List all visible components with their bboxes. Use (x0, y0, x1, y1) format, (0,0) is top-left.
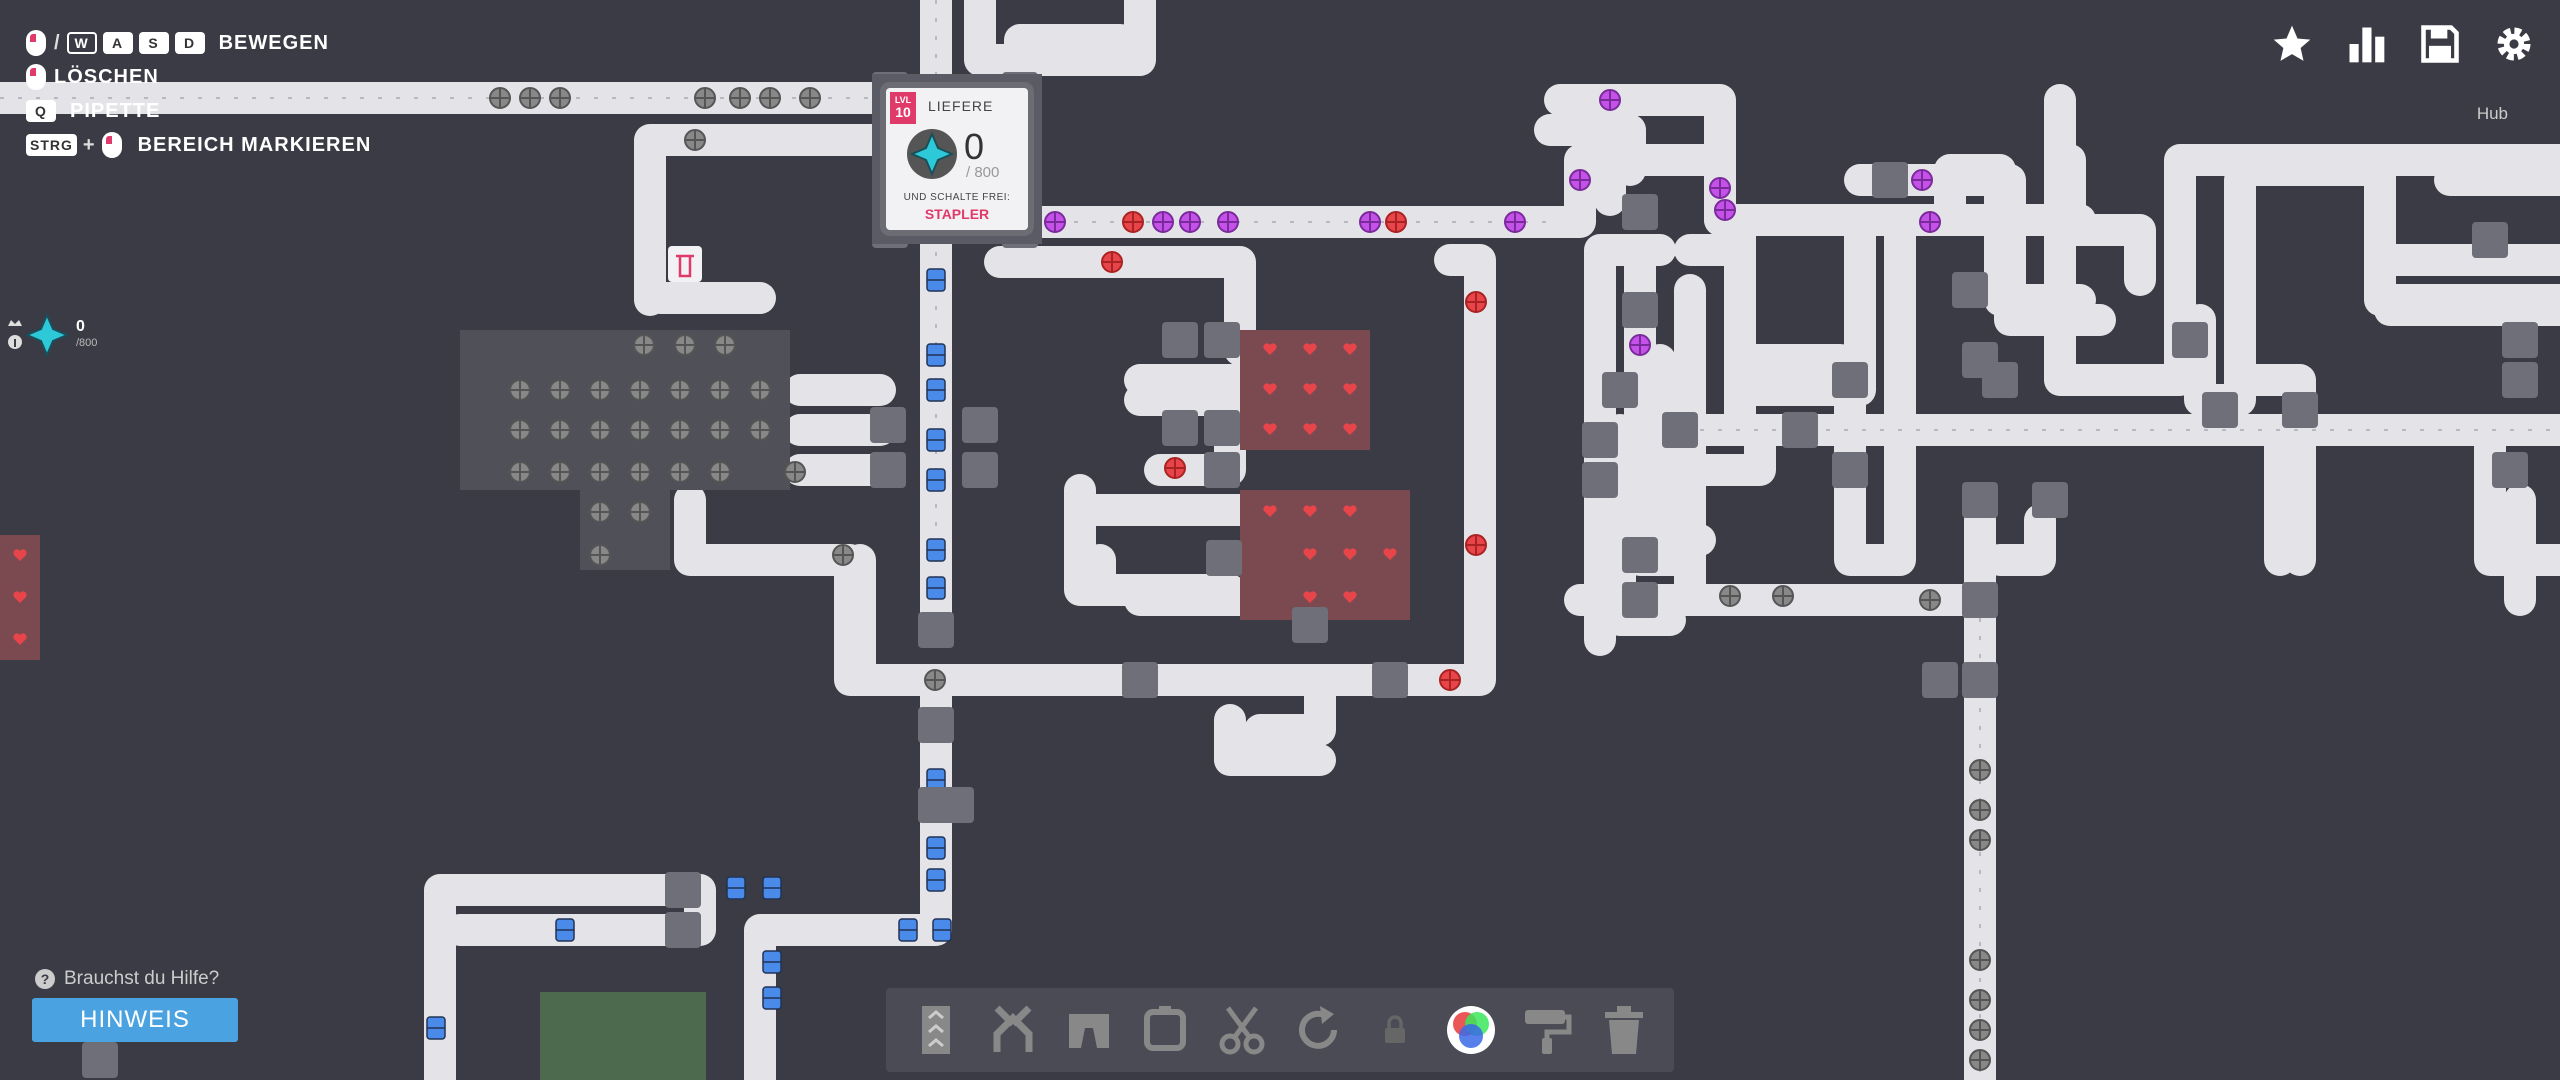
control-label-pipette: PIPETTE (70, 99, 161, 122)
star-icon[interactable] (2270, 22, 2314, 66)
key-d: D (174, 32, 205, 54)
key-ctrl: STRG (26, 134, 77, 156)
miner-tool[interactable] (1139, 1004, 1191, 1056)
goal-required: / 800 (966, 164, 1000, 181)
control-delete: LÖSCHEN (26, 60, 371, 94)
stored-shape-counter: 0/800 (6, 312, 97, 358)
goal-unlock-label: UND SCHALTE FREI: (903, 192, 1011, 203)
settings-icon[interactable] (2492, 22, 2536, 66)
trash-tool[interactable] (1598, 1004, 1650, 1056)
control-pipette: Q PIPETTE (26, 94, 371, 128)
tunnel-tool[interactable] (1063, 1004, 1115, 1056)
control-move: / W A S D BEWEGEN (26, 26, 371, 60)
mixer-tool[interactable] (1445, 1004, 1497, 1056)
help-question: Brauchst du Hilfe? (64, 968, 220, 989)
help-prompt: ? Brauchst du Hilfe? (34, 968, 219, 990)
lock-icon (1384, 1015, 1405, 1043)
painter-tool[interactable] (1521, 1004, 1573, 1056)
control-select-area: STRG + BEREICH MARKIEREN (26, 128, 371, 162)
cutter-icon (1219, 1006, 1265, 1055)
control-label-select-area: BEREICH MARKIEREN (137, 133, 372, 156)
locked-slot (1369, 1004, 1421, 1056)
mixer-icon (1446, 1006, 1495, 1054)
stored-shape-icon (24, 312, 70, 358)
cutter-tool[interactable] (1216, 1004, 1268, 1056)
mouse-right-icon (26, 64, 46, 90)
control-label-move: BEWEGEN (218, 31, 329, 54)
rotator-icon (1299, 1006, 1338, 1049)
painter-icon (1525, 1010, 1572, 1054)
mouse-icon (101, 132, 122, 158)
key-plus: + (82, 133, 96, 156)
top-right-menu (2270, 22, 2536, 66)
stored-count: 0 (76, 318, 85, 335)
balancer-tool[interactable] (987, 1004, 1039, 1056)
svg-text:?: ? (41, 971, 50, 987)
rotator-tool[interactable] (1292, 1004, 1344, 1056)
save-icon[interactable] (2418, 22, 2462, 66)
key-separator: / (54, 31, 61, 54)
trash-icon (1604, 1006, 1643, 1054)
key-w: W (66, 32, 97, 54)
mouse-icon (26, 30, 46, 56)
belt-tool[interactable] (910, 1004, 962, 1056)
controls-help: / W A S D BEWEGEN LÖSCHEN Q PIPETTE STRG… (26, 26, 371, 162)
goal-reward: STAPLER (924, 206, 990, 222)
statistics-icon[interactable] (2344, 22, 2388, 66)
goal-delivered: 0 (964, 126, 985, 167)
belt-icon (922, 1006, 951, 1054)
tunnel-icon (1068, 1014, 1109, 1048)
hub-label: Hub (2476, 104, 2508, 123)
level-label: LVL (894, 95, 912, 105)
key-q: Q (26, 100, 56, 122)
goal-title: LIEFERE (928, 98, 994, 114)
balancer-icon (993, 1005, 1033, 1052)
stored-required: /800 (76, 337, 98, 349)
key-a: A (102, 32, 133, 54)
goal-shape-icon (907, 129, 957, 179)
question-icon: ? (35, 969, 55, 989)
building-toolbar (886, 988, 1674, 1072)
hint-button[interactable]: HINWEIS (32, 998, 238, 1042)
miner-icon (1144, 1006, 1187, 1051)
control-label-delete: LÖSCHEN (54, 65, 159, 88)
level-number: 10 (895, 104, 911, 120)
crown-info-icon (8, 320, 22, 349)
key-s: S (138, 32, 169, 54)
